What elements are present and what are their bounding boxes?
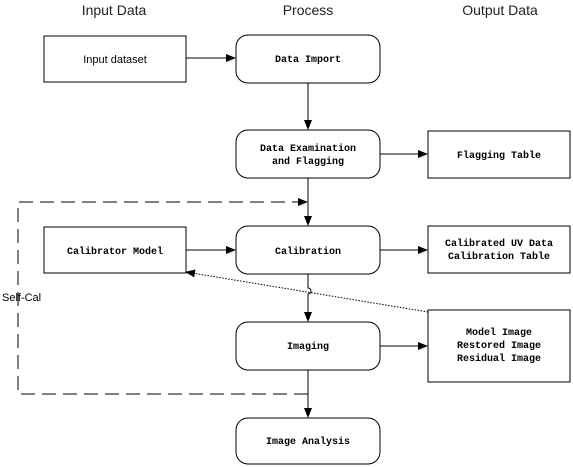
image-analysis-box <box>235 417 381 465</box>
image-analysis-label: Image Analysis <box>266 436 350 448</box>
dotted-arrow-model-to-calibrator <box>185 269 429 313</box>
column-header-process: Process <box>283 2 334 18</box>
model-image-label: Model Image <box>466 327 532 339</box>
data-import-label: Data Import <box>275 55 341 66</box>
data-examination-label-line1: Data Examination <box>260 143 356 155</box>
input-dataset-box <box>43 35 187 83</box>
calibration-label: Calibration <box>275 246 341 258</box>
calibration-output-box <box>427 225 571 274</box>
flagging-table-label: Flagging Table <box>457 150 541 162</box>
calibrated-uv-data-label: Calibrated UV Data <box>445 238 553 250</box>
column-header-input: Input Data <box>82 2 147 18</box>
image-output-box <box>427 309 571 383</box>
data-examination-label-line2: and Flagging <box>272 156 344 168</box>
restored-image-label: Restored Image <box>457 340 541 352</box>
calibrator-model-label: Calibrator Model <box>67 246 163 258</box>
input-dataset-label: Input dataset <box>83 54 147 66</box>
calibrator-model-box <box>43 226 187 274</box>
self-cal-loop <box>17 198 308 395</box>
imaging-label: Imaging <box>287 341 329 353</box>
self-cal-label: Self-Cal <box>2 292 41 304</box>
arrow-calibration-to-imaging <box>304 274 312 322</box>
residual-image-label: Residual Image <box>457 353 541 365</box>
column-header-output: Output Data <box>462 2 538 18</box>
calibration-table-label: Calibration Table <box>448 251 550 263</box>
flagging-table-box <box>427 130 571 179</box>
